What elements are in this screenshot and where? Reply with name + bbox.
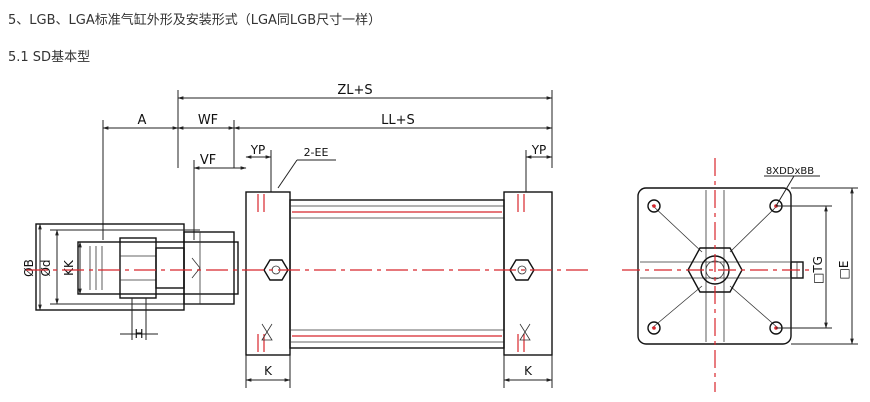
dimension-2-ee: 2-EE [277, 146, 336, 189]
dimension-k-left: K [245, 355, 291, 388]
dimension-vf: VF [193, 153, 247, 240]
zl-s-label: ZL+S [337, 83, 372, 98]
ll-s-label: LL+S [381, 113, 415, 128]
dimension-tg: □TG [776, 205, 832, 329]
rear-cover [503, 191, 553, 356]
k-left-label: K [264, 364, 273, 378]
side-view: ZL+S A WF LL+S VF YP 2- [22, 83, 592, 388]
dimension-row-2: A WF LL+S [102, 113, 553, 240]
dimension-e: □E [791, 187, 858, 345]
section-title: 5、LGB、LGA标准气缸外形及安装形式（LGA同LGB尺寸一样） [8, 13, 382, 28]
dimension-holes: 8XDDxBB [764, 166, 820, 207]
yp-right-label: YP [531, 143, 547, 157]
k-right-label: K [524, 364, 533, 378]
yp-left-label: YP [250, 143, 266, 157]
kk-label: KK [62, 259, 76, 276]
dimension-h: H [120, 298, 158, 341]
rod-assembly [35, 223, 239, 311]
vf-label: VF [200, 153, 216, 168]
front-cover [245, 191, 291, 356]
dimension-yp-left: YP [245, 143, 272, 192]
phi-b-label: ØB [22, 259, 36, 277]
e-label: □E [837, 261, 851, 280]
tg-label: □TG [811, 256, 825, 284]
dimension-zl-s: ZL+S [177, 83, 553, 168]
dimension-yp-right: YP [525, 143, 553, 192]
dimension-k-right: K [503, 355, 553, 388]
a-label: A [138, 113, 147, 128]
dimension-diameters: ØB Ød KK [22, 223, 200, 311]
ee-label: 2-EE [304, 146, 329, 159]
phi-d-label: Ød [39, 259, 53, 276]
h-label: H [134, 327, 143, 341]
holes-label: 8XDDxBB [766, 166, 814, 177]
wf-label: WF [198, 113, 218, 128]
subsection-title: 5.1 SD基本型 [8, 50, 91, 65]
barrel [289, 199, 505, 349]
end-view: 8XDDxBB □TG □E [622, 158, 858, 392]
